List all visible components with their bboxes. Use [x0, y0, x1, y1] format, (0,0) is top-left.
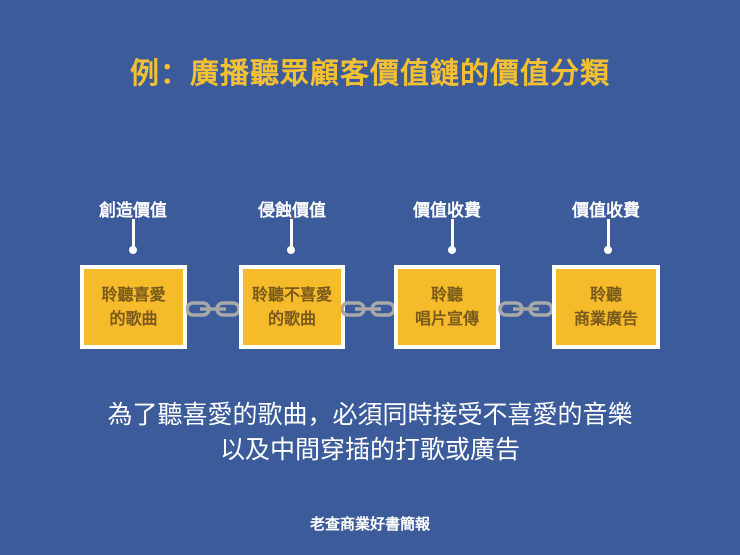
box-line: 的歌曲	[109, 309, 158, 328]
caption-line-2: 以及中間穿插的打歌或廣告	[219, 435, 520, 464]
footer-brand: 老查商業好書簡報	[309, 515, 430, 533]
box-line: 唱片宣傳	[414, 309, 479, 328]
slide-title: 例：廣播聽眾顧客價值鏈的價值分類	[129, 56, 610, 90]
box-line: 聆聽	[430, 285, 463, 304]
stage-connector-line	[290, 219, 293, 249]
stage-label-value-charge: 價值收費	[413, 201, 481, 221]
value-box-commercial-ads: 聆聽 商業廣告	[552, 265, 660, 349]
box-line: 的歌曲	[267, 309, 316, 328]
stage-connector-line	[607, 219, 610, 249]
stage-connector-dot	[287, 246, 295, 254]
chain-link-icon	[186, 301, 240, 317]
box-line: 商業廣告	[573, 309, 638, 328]
chain-link-icon	[498, 301, 554, 317]
stage-label-create-value: 創造價值	[99, 201, 167, 221]
caption-line-1: 為了聽喜愛的歌曲，必須同時接受不喜愛的音樂	[107, 400, 633, 429]
chain-link-icon	[341, 301, 395, 317]
stage-connector-dot	[604, 246, 612, 254]
value-box-disliked-songs: 聆聽不喜愛 的歌曲	[239, 265, 345, 349]
stage-connector-dot	[448, 246, 456, 254]
box-line: 聆聽不喜愛	[251, 285, 332, 304]
box-line: 聆聽	[589, 285, 622, 304]
box-line: 聆聽喜愛	[101, 285, 166, 304]
stage-connector-dot	[129, 246, 137, 254]
stage-label-erode-value: 侵蝕價值	[258, 201, 326, 221]
value-box-record-promotion: 聆聽 唱片宣傳	[394, 265, 500, 349]
stage-connector-line	[132, 219, 135, 249]
stage-connector-line	[451, 219, 454, 249]
stage-label-value-charge-2: 價值收費	[572, 201, 640, 221]
value-box-favorite-songs: 聆聽喜愛 的歌曲	[80, 265, 187, 349]
